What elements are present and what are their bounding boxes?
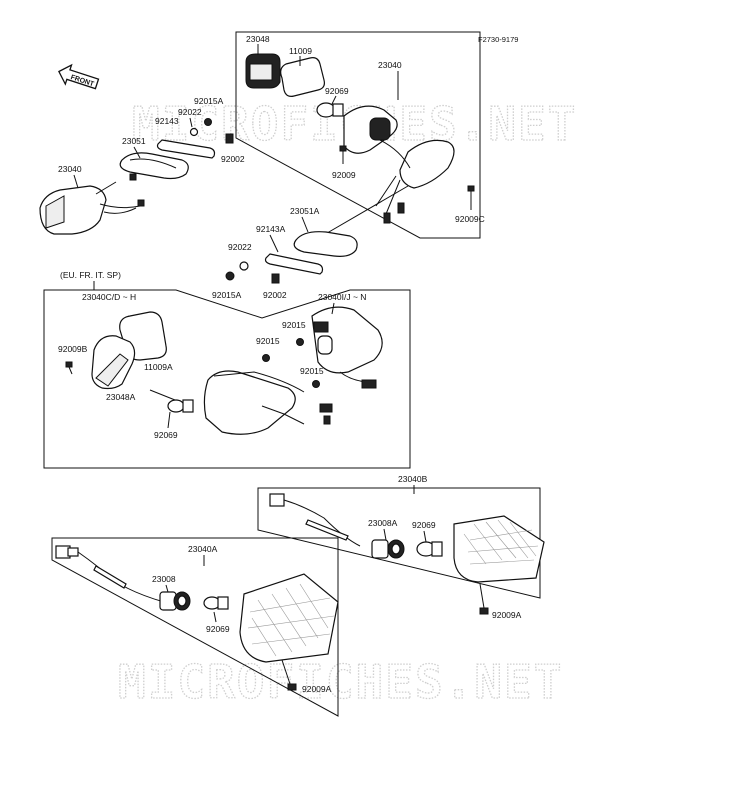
housing-23040IJN xyxy=(311,306,383,389)
label-92009-top: 92009 xyxy=(332,170,356,180)
mount-23051A xyxy=(293,231,358,257)
socket-23008 xyxy=(159,591,191,611)
lens-23048A xyxy=(91,335,136,390)
label-23040A: 23040A xyxy=(188,544,218,554)
label-11009A: 11009A xyxy=(144,362,173,372)
housing-23040-top xyxy=(343,105,455,224)
label-92022-1: 92022 xyxy=(178,107,202,117)
label-23040IJN: 23040I/J ~ N xyxy=(318,292,366,302)
label-92009A-bottom: 92009A xyxy=(302,684,332,694)
label-23040CDH: 23040C/D ~ H xyxy=(82,292,136,302)
bracket-92143A xyxy=(264,253,324,275)
label-92002-2: 92002 xyxy=(263,290,287,300)
nut-92015-c xyxy=(312,380,320,388)
label-23040-top: 23040 xyxy=(378,60,402,70)
label-23040-left: 23040 xyxy=(58,164,82,174)
label-23048A: 23048A xyxy=(106,392,136,402)
label-92143A: 92143A xyxy=(256,224,286,234)
label-92069-right: 92069 xyxy=(412,520,436,530)
label-23051A: 23051A xyxy=(290,206,320,216)
label-92069-mid: 92069 xyxy=(154,430,178,440)
screw-92009A-bottom xyxy=(281,659,297,691)
screw-92009B xyxy=(65,361,73,375)
label-92015-b: 92015 xyxy=(256,336,280,346)
socket-23008A xyxy=(371,539,405,559)
label-92015A-2: 92015A xyxy=(212,290,242,300)
label-23051: 23051 xyxy=(122,136,146,146)
bolt-92002-1 xyxy=(225,133,234,144)
bulb-92069-top xyxy=(316,102,344,118)
label-92015A-1: 92015A xyxy=(194,96,224,106)
label-23040B: 23040B xyxy=(398,474,428,484)
screw-92009A-right xyxy=(479,583,489,615)
label-92022-2: 92022 xyxy=(228,242,252,252)
label-23008A: 23008A xyxy=(368,518,398,528)
label-92069-top: 92069 xyxy=(325,86,349,96)
nut-92015-b xyxy=(262,354,270,362)
bulb-92069-bottom xyxy=(203,596,229,610)
bolt-92002-2 xyxy=(271,273,280,284)
screw-92009C xyxy=(467,185,475,210)
label-92002-1: 92002 xyxy=(221,154,245,164)
label-23008: 23008 xyxy=(152,574,176,584)
label-92143-1: 92143 xyxy=(155,116,179,126)
lens-housing-23040A xyxy=(239,573,339,663)
variant-box xyxy=(43,289,411,469)
label-92069-bottom: 92069 xyxy=(206,624,230,634)
washer-92022-1 xyxy=(189,127,199,137)
label-92015-c: 92015 xyxy=(300,366,324,376)
nut-92015A-2 xyxy=(225,271,235,281)
box-23040A xyxy=(51,537,339,717)
figure-code: F2730-9179 xyxy=(478,35,518,44)
washer-92022-2 xyxy=(239,261,249,271)
housing-23040-left xyxy=(39,173,145,235)
nut-92015-a xyxy=(296,338,304,346)
label-92009B: 92009B xyxy=(58,344,88,354)
bulb-92069-mid xyxy=(167,399,194,413)
variant-note: (EU. FR. IT. SP) xyxy=(60,270,121,280)
nut-92015A-1 xyxy=(204,118,212,126)
connector-23040A xyxy=(55,545,165,603)
housing-23040CDH xyxy=(149,370,333,435)
bracket-92143 xyxy=(156,139,216,159)
screw-92009-top xyxy=(339,145,347,164)
box-23040B xyxy=(257,487,541,599)
bulb-92069-right xyxy=(416,541,443,557)
connector-23040B xyxy=(269,493,361,547)
label-92009A-right: 92009A xyxy=(492,610,522,620)
front-arrow-icon: FRONT xyxy=(58,63,100,90)
label-11009: 11009 xyxy=(289,46,312,56)
watermark-bottom: MICROFICHES.NET xyxy=(118,655,563,709)
label-23048: 23048 xyxy=(246,34,270,44)
label-92015-a: 92015 xyxy=(282,320,306,330)
lens-housing-23040B xyxy=(453,515,545,583)
label-92009C: 92009C xyxy=(455,214,485,224)
lens-23048 xyxy=(245,53,281,89)
top-assembly-box xyxy=(235,31,481,239)
